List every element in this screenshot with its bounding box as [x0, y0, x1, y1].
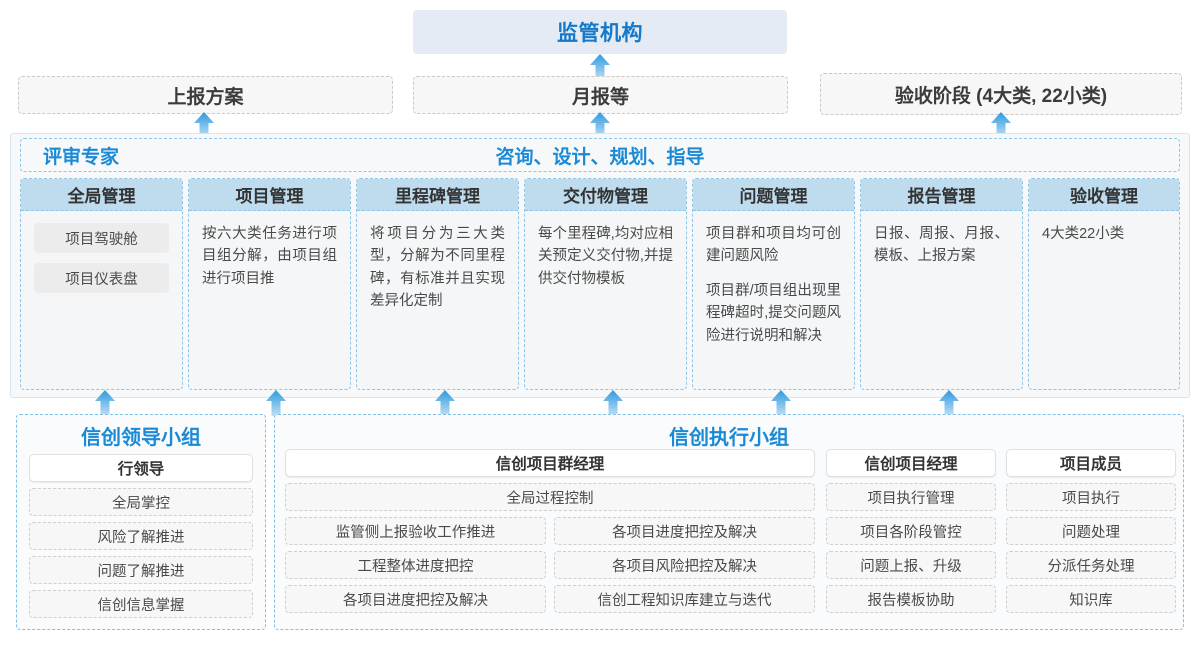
column-body-1: 按六大类任务进行项目组分解，由项目组进行项目推: [189, 211, 350, 300]
arrow-up-icon-submission-2: [589, 54, 611, 80]
program-manager-left-task-2: 各项目进度把控及解决: [285, 585, 546, 613]
project-member-block: 项目成员 项目执行 问题处理 分派任务处理 知识库: [1006, 449, 1176, 613]
column-body-5: 日报、周报、月报、模板、上报方案: [861, 211, 1022, 278]
leader-task-0: 全局掌控: [29, 488, 253, 516]
column-text-3-0: 每个里程碑,均对应相关预定义交付物,并提供交付物模板: [538, 226, 673, 287]
arrow-up-icon-bottom-3: [602, 390, 624, 416]
submission-box-0: 上报方案: [18, 76, 393, 114]
management-column-2: 里程碑管理 将项目分为三大类型，分解为不同里程碑，有标准并且实现差异化定制: [356, 178, 519, 390]
project-manager-task-2: 问题上报、升级: [826, 551, 996, 579]
band-center-title: 咨询、设计、规划、指导: [495, 146, 705, 168]
band-header: 评审专家 咨询、设计、规划、指导: [20, 138, 1180, 172]
project-manager-task-3: 报告模板协助: [826, 585, 996, 613]
arrow-up-icon-band-0: [193, 112, 215, 138]
submission-box-1: 月报等: [413, 76, 788, 114]
regulator-label: 监管机构: [557, 22, 643, 45]
project-member-task-1: 问题处理: [1006, 517, 1176, 545]
management-column-5: 报告管理 日报、周报、月报、模板、上报方案: [860, 178, 1023, 390]
submission-box-2: 验收阶段 (4大类, 22小类): [820, 73, 1182, 115]
program-manager-right-task-0: 各项目进度把控及解决: [554, 517, 815, 545]
program-manager-block: 信创项目群经理 全局过程控制 监管侧上报验收工作推进 工程整体进度把控 各项目进…: [285, 449, 815, 613]
column-body-2: 将项目分为三大类型，分解为不同里程碑，有标准并且实现差异化定制: [357, 211, 518, 323]
project-manager-task-1: 项目各阶段管控: [826, 517, 996, 545]
submission-label-2: 验收阶段 (4大类, 22小类): [894, 85, 1108, 107]
project-member-task-3: 知识库: [1006, 585, 1176, 613]
leader-task-2: 问题了解推进: [29, 556, 253, 584]
column-text-1-0: 按六大类任务进行项目组分解，由项目组进行项目推: [202, 226, 337, 287]
program-manager-left-task-1: 工程整体进度把控: [285, 551, 546, 579]
column-text-4-1: 项目群/项目组出现里程碑超时,提交问题风险进行说明和解决: [706, 282, 841, 344]
project-manager-block: 信创项目经理 项目执行管理 项目各阶段管控 问题上报、升级 报告模板协助: [826, 449, 996, 613]
management-column-6: 验收管理 4大类22小类: [1028, 178, 1180, 390]
arrow-up-icon-band-1: [589, 112, 611, 138]
column-body-6: 4大类22小类: [1029, 211, 1179, 255]
management-column-1: 项目管理 按六大类任务进行项目组分解，由项目组进行项目推: [188, 178, 351, 390]
band-left-title: 评审专家: [43, 146, 120, 168]
leader-task-3: 信创信息掌握: [29, 590, 253, 618]
leader-role-head: 行领导: [29, 454, 253, 482]
project-member-task-2: 分派任务处理: [1006, 551, 1176, 579]
column-header-0: 全局管理: [21, 179, 182, 211]
arrow-up-icon-bottom-1: [265, 390, 287, 416]
arrow-up-icon-bottom-5: [938, 390, 960, 416]
leader-group-box: 信创领导小组 行领导 全局掌控 风险了解推进 问题了解推进 信创信息掌握: [16, 414, 266, 630]
column-pill-0-1: 项目仪表盘: [34, 263, 169, 293]
leader-group-title: 信创领导小组: [81, 427, 201, 449]
column-body-0: 项目驾驶舱 项目仪表盘: [21, 211, 182, 313]
exec-group-title: 信创执行小组: [669, 427, 789, 449]
column-text-6-0: 4大类22小类: [1042, 226, 1125, 242]
column-header-6: 验收管理: [1029, 179, 1179, 211]
column-header-4: 问题管理: [693, 179, 854, 211]
program-manager-right-task-2: 信创工程知识库建立与迭代: [554, 585, 815, 613]
leader-task-1: 风险了解推进: [29, 522, 253, 550]
arrow-up-icon-bottom-0: [94, 390, 116, 416]
project-member-role: 项目成员: [1006, 449, 1176, 477]
program-manager-role: 信创项目群经理: [285, 449, 815, 477]
exec-group-box: 信创执行小组 信创项目群经理 全局过程控制 监管侧上报验收工作推进 工程整体进度…: [274, 414, 1184, 630]
column-header-2: 里程碑管理: [357, 179, 518, 211]
submission-label-1: 月报等: [571, 86, 629, 108]
program-manager-right-task-1: 各项目风险把控及解决: [554, 551, 815, 579]
column-header-1: 项目管理: [189, 179, 350, 211]
column-body-4: 项目群和项目均可创建问题风险 项目群/项目组出现里程碑超时,提交问题风险进行说明…: [693, 211, 854, 357]
program-manager-global-task: 全局过程控制: [285, 483, 815, 511]
column-body-3: 每个里程碑,均对应相关预定义交付物,并提供交付物模板: [525, 211, 686, 300]
column-header-3: 交付物管理: [525, 179, 686, 211]
project-manager-role: 信创项目经理: [826, 449, 996, 477]
project-manager-task-0: 项目执行管理: [826, 483, 996, 511]
column-text-2-0: 将项目分为三大类型，分解为不同里程碑，有标准并且实现差异化定制: [370, 226, 505, 310]
column-text-4-0: 项目群和项目均可创建问题风险: [706, 226, 841, 265]
column-pill-0-0: 项目驾驶舱: [34, 223, 169, 253]
submission-label-0: 上报方案: [167, 86, 244, 108]
regulator-box: 监管机构: [413, 10, 787, 54]
management-column-3: 交付物管理 每个里程碑,均对应相关预定义交付物,并提供交付物模板: [524, 178, 687, 390]
management-column-4: 问题管理 项目群和项目均可创建问题风险 项目群/项目组出现里程碑超时,提交问题风…: [692, 178, 855, 390]
program-manager-left-task-0: 监管侧上报验收工作推进: [285, 517, 546, 545]
arrow-up-icon-bottom-4: [770, 390, 792, 416]
project-member-task-0: 项目执行: [1006, 483, 1176, 511]
column-header-5: 报告管理: [861, 179, 1022, 211]
management-column-0: 全局管理 项目驾驶舱 项目仪表盘: [20, 178, 183, 390]
arrow-up-icon-band-2: [990, 112, 1012, 138]
column-text-5-0: 日报、周报、月报、模板、上报方案: [874, 226, 1009, 265]
arrow-up-icon-bottom-2: [434, 390, 456, 416]
